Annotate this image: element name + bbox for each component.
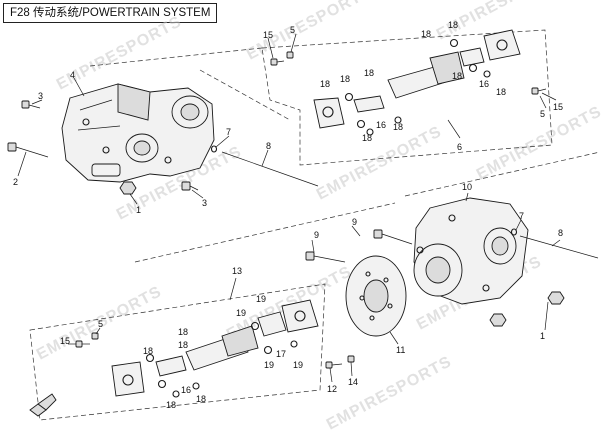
callout-18: 18	[496, 87, 506, 97]
callout-19: 19	[236, 308, 246, 318]
callout-18: 18	[421, 29, 431, 39]
brake-disc	[345, 255, 407, 337]
nut-1	[489, 313, 507, 327]
callout-4: 4	[70, 70, 75, 80]
part-callouts: 4 3 2 1 3 7 8 6 5 15 18 18 18 16 18 18 1…	[13, 20, 563, 395]
callout-13: 13	[232, 266, 242, 276]
callout-16: 16	[479, 79, 489, 89]
mid-divider-line	[404, 151, 601, 197]
callout-18: 18	[364, 68, 374, 78]
callout-14: 14	[348, 377, 358, 387]
callout-15: 15	[60, 336, 70, 346]
upper-leader-line	[89, 47, 263, 67]
bolt-15	[531, 87, 547, 95]
callout-8: 8	[266, 141, 271, 151]
nut-5	[91, 332, 99, 340]
callout-9: 9	[314, 230, 319, 240]
callout-18: 18	[196, 394, 206, 404]
callout-8: 8	[558, 228, 563, 238]
callout-12: 12	[327, 384, 337, 394]
front-driveshaft-group-outline	[29, 283, 326, 421]
nut-5	[286, 51, 294, 59]
seal-7	[510, 228, 518, 236]
callout-1: 1	[540, 331, 545, 341]
rear-differential	[413, 197, 529, 305]
callout-3: 3	[202, 198, 207, 208]
callout-18: 18	[448, 20, 458, 30]
watermark-text: EMPIRESPORTS	[324, 353, 455, 433]
bolt-3	[21, 100, 41, 109]
front-gearbox	[61, 83, 215, 183]
callout-19: 19	[256, 294, 266, 304]
callout-11: 11	[396, 345, 405, 355]
callout-16: 16	[376, 120, 386, 130]
shaft-8	[519, 235, 599, 259]
callout-5: 5	[290, 25, 295, 35]
callout-3: 3	[38, 91, 43, 101]
callout-18: 18	[362, 133, 372, 143]
callout-18: 18	[393, 122, 403, 132]
nut-1	[547, 291, 565, 305]
seal-7	[210, 145, 218, 153]
callout-16: 16	[181, 385, 191, 395]
callout-9: 9	[352, 217, 357, 227]
leader-lines	[17, 33, 561, 383]
rear-driveshaft-group-outline	[261, 29, 553, 166]
callout-18: 18	[178, 327, 188, 337]
callout-10: 10	[462, 182, 472, 192]
upper-leader-line	[199, 69, 291, 121]
diagram-title: F28 传动系统/POWERTRAIN SYSTEM	[3, 3, 218, 23]
callout-1: 1	[136, 205, 141, 215]
callout-18: 18	[452, 71, 462, 81]
callout-17: 17	[276, 349, 286, 359]
callout-19: 19	[293, 360, 303, 370]
callout-18: 18	[340, 74, 350, 84]
callout-5: 5	[98, 319, 103, 329]
callout-5: 5	[540, 109, 545, 119]
front-driveshaft-assembly	[111, 299, 319, 398]
callout-2: 2	[13, 177, 18, 187]
callout-7: 7	[226, 127, 231, 137]
bolt-2	[7, 142, 49, 158]
callout-15: 15	[553, 102, 563, 112]
callout-18: 18	[178, 340, 188, 350]
callout-15: 15	[263, 30, 273, 40]
part-callouts-lower: 18 18 18 18	[166, 327, 206, 410]
callout-18: 18	[166, 400, 176, 410]
mid-divider-line	[134, 202, 396, 263]
nut-1	[119, 181, 137, 195]
callout-18: 18	[320, 79, 330, 89]
bolt-9	[373, 229, 413, 245]
watermark-text: EMPIRESPORTS	[54, 13, 185, 93]
bolt-15	[270, 58, 285, 66]
bolt-15	[75, 340, 90, 348]
forward-arrow-icon	[29, 393, 57, 417]
rear-driveshaft-assembly	[313, 29, 521, 136]
bolt-9	[305, 251, 346, 263]
callout-18: 18	[143, 346, 153, 356]
callout-7: 7	[519, 211, 524, 221]
nut-14	[347, 355, 355, 363]
bolt-12	[325, 361, 343, 369]
shaft-8	[221, 151, 319, 187]
bolt-3	[181, 181, 199, 191]
callout-6: 6	[457, 142, 462, 152]
callout-19: 19	[264, 360, 274, 370]
